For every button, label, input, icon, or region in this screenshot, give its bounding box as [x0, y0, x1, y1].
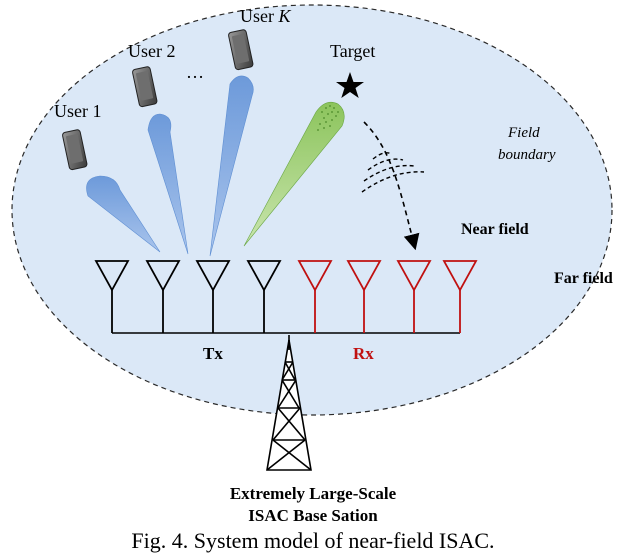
users-ellipsis: … — [186, 62, 204, 82]
target-label: Target — [330, 41, 375, 61]
rx-antenna — [297, 260, 333, 333]
tx-label: Tx — [203, 344, 223, 363]
field-boundary-label-line2: boundary — [498, 147, 556, 163]
sensing-beam-dots — [317, 105, 339, 131]
tx-antenna — [94, 260, 130, 333]
phone-icon-user-k — [228, 29, 254, 71]
figure-caption: Fig. 4. System model of near-field ISAC. — [131, 528, 494, 553]
base-station-label-line1: Extremely Large-Scale — [230, 484, 397, 503]
user-2-label: User 2 — [128, 41, 176, 61]
base-station-label-line2: ISAC Base Sation — [248, 506, 378, 525]
rx-antenna — [442, 260, 478, 333]
tx-antenna — [195, 260, 231, 333]
near-field-region — [11, 4, 613, 416]
comm-beam-user-k — [209, 75, 254, 257]
star-icon — [336, 72, 364, 98]
phone-icon-user-2 — [132, 66, 158, 108]
near-field-label: Near field — [461, 221, 529, 238]
antenna-array — [94, 260, 478, 334]
phone-icon-user-1 — [62, 129, 88, 171]
far-field-label: Far field — [554, 270, 613, 287]
echo-wave-arcs — [361, 152, 425, 193]
sensing-beam — [243, 101, 345, 247]
user-1-label: User 1 — [54, 101, 102, 121]
rx-antenna — [346, 260, 382, 333]
echo-arrow — [363, 121, 420, 251]
comm-beam-user-2 — [147, 113, 189, 255]
user-k-label: User K — [240, 6, 292, 26]
tx-antenna — [246, 260, 282, 333]
rx-antenna — [396, 260, 432, 333]
rx-label: Rx — [353, 344, 374, 363]
field-boundary-label-line1: Field — [507, 125, 540, 141]
comm-beam-user-1 — [86, 175, 161, 253]
base-station-tower-icon — [266, 335, 312, 471]
tx-antenna — [145, 260, 181, 333]
